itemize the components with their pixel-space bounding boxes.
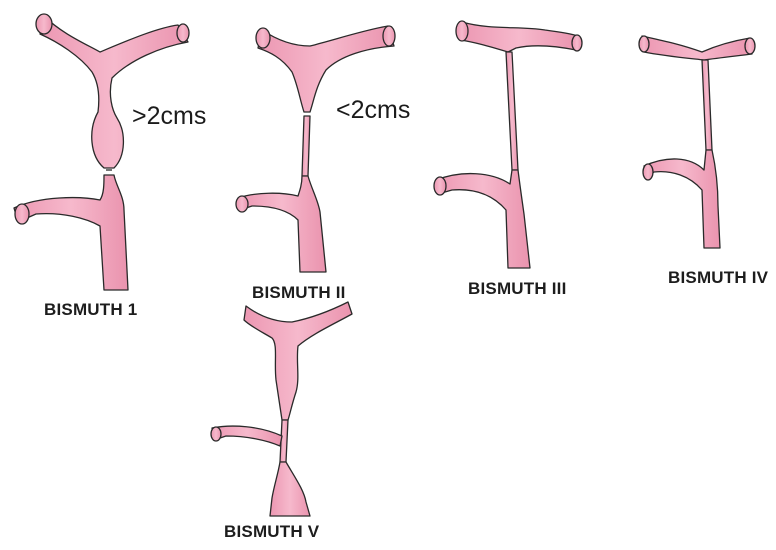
hepatic-duct-confluence xyxy=(460,22,578,52)
common-bile-duct xyxy=(238,176,326,272)
left-duct-opening xyxy=(572,35,582,51)
diagram-bismuth-4 xyxy=(639,36,755,248)
common-bile-duct xyxy=(644,150,720,248)
cystic-duct xyxy=(212,426,282,446)
right-duct-opening xyxy=(639,36,649,52)
distance-annotation-gt-2cm: >2cms xyxy=(132,102,206,131)
diagram-bismuth-1 xyxy=(14,14,189,290)
right-duct-opening xyxy=(256,28,270,48)
diagram-bismuth-2 xyxy=(236,26,395,272)
common-bile-duct xyxy=(270,462,310,516)
common-bile-duct xyxy=(436,170,530,268)
right-duct-opening xyxy=(456,21,468,41)
cystic-duct-opening xyxy=(236,196,248,212)
label-bismuth-4: BISMUTH IV xyxy=(668,268,768,288)
left-duct-opening xyxy=(383,26,395,46)
common-hepatic-duct-thin xyxy=(302,116,310,176)
left-duct-opening xyxy=(745,38,755,54)
right-duct-opening xyxy=(36,14,52,34)
label-bismuth-1: BISMUTH 1 xyxy=(44,300,137,320)
cystic-duct-opening xyxy=(643,164,653,180)
hepatic-duct-confluence xyxy=(642,36,752,60)
distance-annotation-lt-2cm: <2cms xyxy=(336,96,410,125)
label-bismuth-5: BISMUTH V xyxy=(224,522,319,542)
common-hepatic-duct-thin xyxy=(702,60,712,150)
hepatic-duct-confluence xyxy=(244,302,352,420)
cystic-duct-opening xyxy=(15,204,29,224)
left-duct-opening xyxy=(177,24,189,42)
common-bile-duct xyxy=(14,175,128,290)
diagram-bismuth-3 xyxy=(434,21,582,268)
label-bismuth-3: BISMUTH III xyxy=(468,279,567,299)
label-bismuth-2: BISMUTH II xyxy=(252,283,346,303)
diagram-bismuth-5 xyxy=(211,302,352,516)
cystic-duct-opening xyxy=(434,177,446,195)
cystic-duct-opening xyxy=(211,427,221,441)
hepatic-duct-confluence xyxy=(40,16,188,168)
common-hepatic-duct-thin xyxy=(506,52,518,170)
